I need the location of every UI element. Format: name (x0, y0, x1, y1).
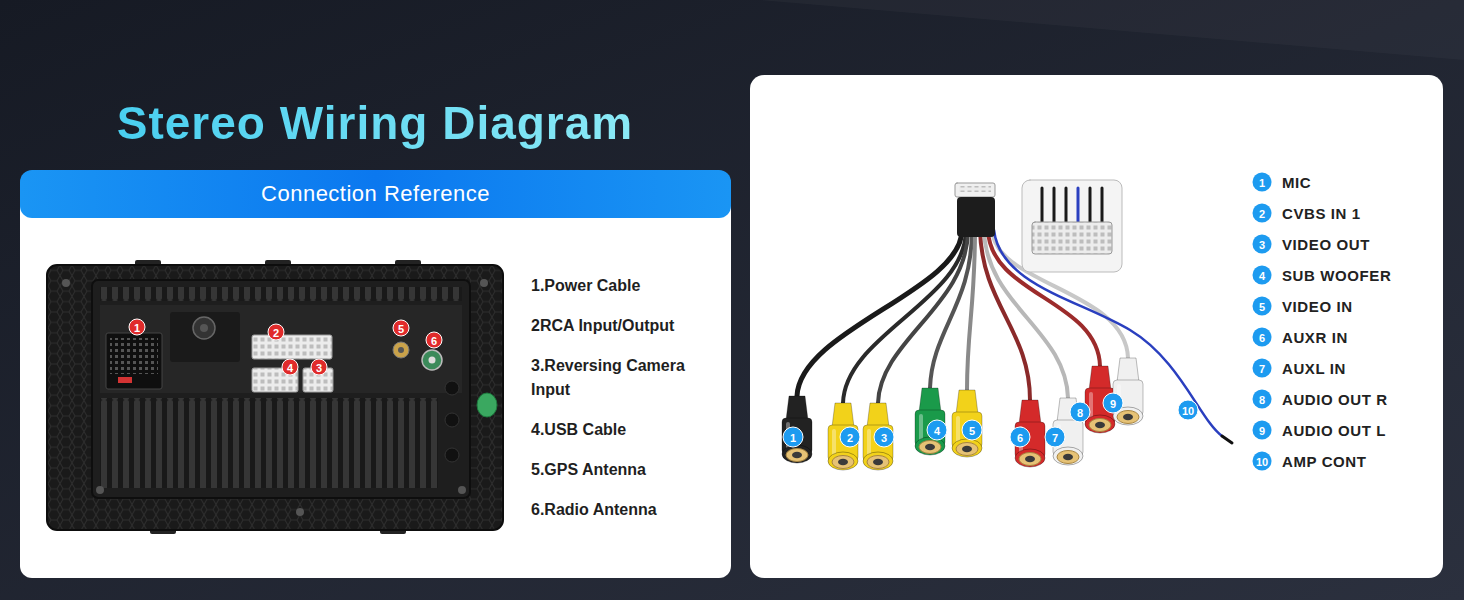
callout-number: 7 (1253, 359, 1272, 378)
power-connector (106, 333, 162, 389)
part-name: 3.Reversing Camera Input (531, 354, 716, 402)
callout-number: 9 (1103, 393, 1124, 414)
screw (480, 279, 488, 287)
callout-number: 1 (129, 319, 146, 336)
rca-jack (1113, 358, 1143, 425)
radio-socket (422, 350, 442, 370)
plug (955, 183, 995, 197)
header-band: Connection Reference (20, 170, 731, 218)
callout-number: 8 (1070, 402, 1091, 423)
wire (967, 230, 975, 390)
callout-number: 4 (1253, 266, 1272, 285)
callout-number: 5 (1253, 297, 1272, 316)
inset-wire (1077, 188, 1080, 222)
knob-center (200, 324, 208, 332)
callout-number: 2 (1253, 204, 1272, 223)
callout-number: 10 (1253, 452, 1272, 471)
signal-name: AUXR IN (1282, 329, 1348, 346)
signal-name: MIC (1282, 174, 1311, 191)
screw (62, 279, 70, 287)
knockout (445, 448, 459, 462)
sleeve (957, 197, 995, 237)
signal-name: AUXL IN (1282, 360, 1346, 377)
rca-jacks (782, 358, 1143, 470)
callout-number: 3 (874, 427, 895, 448)
connector-bay (100, 305, 462, 393)
background-glow (700, 0, 1464, 60)
housing (47, 265, 503, 530)
callout-number: 5 (393, 320, 410, 337)
plug-pins (959, 186, 991, 192)
radio-pin (429, 357, 436, 364)
page-title: Stereo Wiring Diagram (117, 96, 633, 150)
callout-number: 4 (927, 420, 948, 441)
signal-name: VIDEO OUT (1282, 236, 1370, 253)
wire (878, 230, 968, 403)
fuse (118, 377, 132, 383)
wiring-harness (797, 180, 1232, 443)
callout-number: 1 (1253, 173, 1272, 192)
screw (96, 486, 104, 494)
knockout (445, 381, 459, 395)
signal-name: AUDIO OUT R (1282, 391, 1388, 408)
signal-name: AUDIO OUT L (1282, 422, 1386, 439)
signal-name: CVBS IN 1 (1282, 205, 1361, 222)
callout-number: 10 (1178, 400, 1199, 421)
gps-pin (398, 347, 404, 353)
screw (458, 486, 466, 494)
rca-connector (252, 335, 332, 359)
panel-plate (170, 312, 240, 362)
callout-number: 9 (1253, 421, 1272, 440)
inset-connector (1032, 222, 1112, 254)
wire (797, 230, 962, 396)
part-name: 6.Radio Antenna (531, 498, 716, 522)
rear-panel (92, 280, 470, 498)
zoom-inset (1022, 180, 1122, 272)
rca-jack (952, 390, 982, 457)
signal-name: VIDEO IN (1282, 298, 1353, 315)
callout-number: 8 (1253, 390, 1272, 409)
rca-jack (782, 396, 812, 463)
gps-socket (393, 342, 409, 358)
callout-number: 2 (268, 324, 285, 341)
callout-number: 6 (426, 332, 443, 349)
signal-name: SUB WOOFER (1282, 267, 1391, 284)
knockout (445, 413, 459, 427)
sticker (477, 393, 497, 417)
knob (193, 317, 215, 339)
left-card (20, 195, 731, 578)
band-title: Connection Reference (261, 181, 490, 207)
vent (100, 287, 462, 301)
callout-number: 2 (840, 427, 861, 448)
wire (843, 230, 966, 403)
part-name: 5.GPS Antenna (531, 458, 716, 482)
callout-number: 6 (1253, 328, 1272, 347)
callout-number: 4 (282, 359, 299, 376)
part-name: 4.USB Cable (531, 418, 716, 442)
callout-number: 5 (962, 420, 983, 441)
callout-number: 1 (783, 427, 804, 448)
callout-number: 6 (1010, 427, 1031, 448)
callout-number: 7 (1045, 427, 1066, 448)
signal-name: AMP CONT (1282, 453, 1367, 470)
connector-pins (110, 338, 158, 374)
callout-number: 3 (1253, 235, 1272, 254)
right-card (750, 75, 1443, 578)
part-name: 1.Power Cable (531, 274, 716, 298)
part-name: 2RCA Input/Output (531, 314, 716, 338)
vent (100, 398, 438, 488)
inset-wires (1042, 188, 1102, 222)
screw (296, 508, 304, 516)
wire-tip (1222, 436, 1232, 443)
head-unit (47, 260, 503, 534)
callout-number: 3 (311, 359, 328, 376)
